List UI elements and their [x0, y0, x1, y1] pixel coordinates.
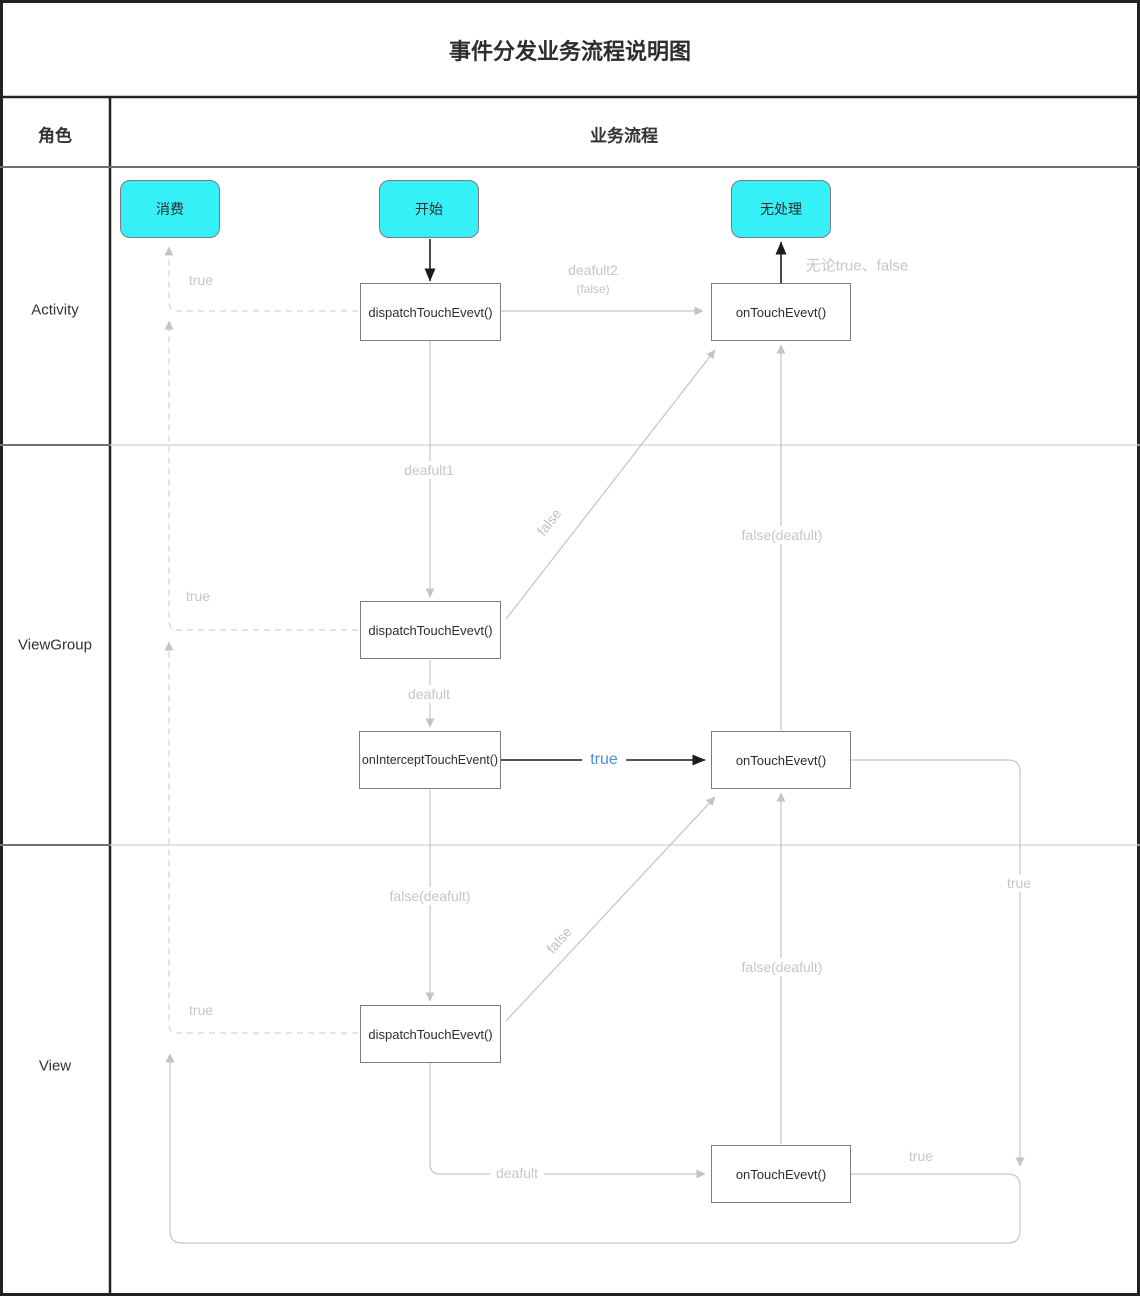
edge-label-deafult2: deafult2: [568, 262, 618, 278]
edge-label-viewgroup-return-true: true: [185, 588, 211, 604]
lane-label-view: View: [38, 1057, 72, 1075]
node-activity-dispatchtouchevent: dispatchTouchEvevt(): [360, 283, 501, 341]
role-column-header: 角色: [38, 126, 72, 146]
edge-label-deafult-bottom: deafult: [489, 1164, 545, 1182]
edge-label-deafult1: deafult1: [398, 461, 460, 479]
node-start: 开始: [379, 180, 479, 238]
lane-label-activity: Activity: [31, 301, 79, 319]
node-view-ontouchevent: onTouchEvevt(): [711, 1145, 851, 1203]
node-no-handle: 无处理: [731, 180, 831, 238]
edge-label-view-ontouch-true: true: [902, 1147, 940, 1165]
page-title: 事件分发业务流程说明图: [448, 39, 692, 64]
edge-label-deafult: deafult: [401, 685, 457, 703]
node-viewgroup-onintercepttouchevent: onInterceptTouchEvent(): [359, 731, 501, 789]
node-activity-ontouchevent: onTouchEvevt(): [711, 283, 851, 341]
edge-label-deafult2-false: (false): [576, 282, 610, 296]
edge-label-regardless-true-false: 无论true、false: [805, 257, 909, 275]
node-view-dispatchtouchevent: dispatchTouchEvevt(): [360, 1005, 501, 1063]
node-viewgroup-ontouchevent: onTouchEvevt(): [711, 731, 851, 789]
edge-label-intercept-true: true: [582, 750, 626, 770]
node-viewgroup-dispatchtouchevent: dispatchTouchEvevt(): [360, 601, 501, 659]
edge-label-activity-return-true: true: [188, 272, 214, 288]
edge-label-false-deafult-up2: false(deafult): [735, 958, 829, 976]
lane-label-viewgroup: ViewGroup: [18, 636, 92, 654]
edge-label-false-deafult-down: false(deafult): [383, 887, 477, 905]
edge-label-view-return-true: true: [188, 1002, 214, 1018]
edge-label-false-deafult-up1: false(deafult): [735, 526, 829, 544]
edge-label-viewgroup-ontouch-true: true: [1000, 874, 1038, 892]
process-column-header: 业务流程: [590, 126, 658, 146]
node-consume: 消费: [120, 180, 220, 238]
